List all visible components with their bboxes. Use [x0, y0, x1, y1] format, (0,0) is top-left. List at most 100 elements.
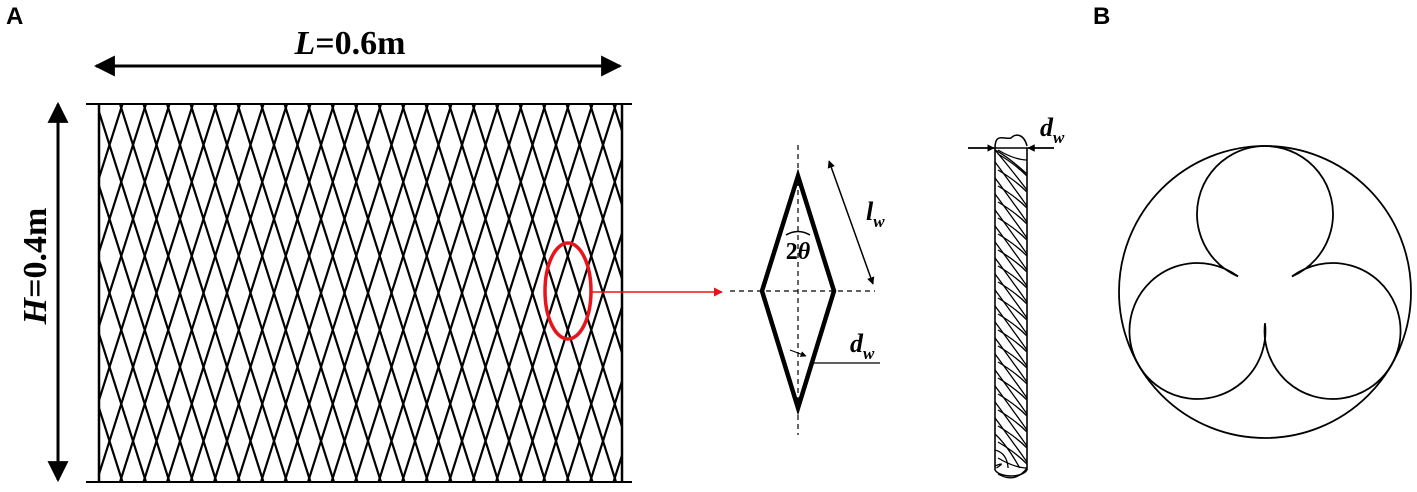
mesh-twine: [353, 104, 477, 482]
mesh-twine: [212, 104, 336, 482]
twine-strand: [997, 313, 1028, 337]
twine-strand: [997, 467, 1028, 479]
twine-strand: [997, 393, 1028, 417]
mesh-highlight-ellipse: [543, 241, 593, 341]
mesh-twine: [471, 104, 594, 482]
mesh-twine: [330, 104, 453, 482]
net-mesh: [99, 104, 757, 482]
mesh-twine: [99, 104, 218, 478]
mesh-detail: 2θ lw dw: [730, 145, 885, 435]
mesh-twine: [541, 229, 622, 482]
net-panel: [86, 103, 757, 483]
mesh-twine: [99, 330, 148, 482]
twine-strand: [997, 377, 1028, 401]
mesh-twine: [306, 104, 430, 482]
mesh-twine: [612, 104, 622, 135]
mesh-twine: [494, 104, 618, 482]
panel-label-b: B: [1093, 3, 1110, 30]
twine-strand: [994, 273, 1028, 319]
twine-strand: [994, 149, 1028, 191]
mesh-twine: [588, 104, 622, 209]
twine-strands: [994, 149, 1028, 479]
cross-section-strands: [1128, 145, 1402, 400]
mesh-twine: [447, 104, 571, 482]
angle-arc: [785, 230, 811, 236]
twine-strand: [997, 217, 1028, 241]
twine-strand: [994, 417, 1028, 463]
twine-strand: [997, 169, 1028, 193]
twine-strand: [997, 265, 1028, 289]
twine-strand: [994, 337, 1028, 383]
mesh-twine: [377, 104, 500, 482]
mesh-twine: [142, 104, 265, 482]
twine-strand: [994, 463, 1003, 469]
height-dimension-label: H=0.4m: [17, 208, 54, 326]
cross-section-outer-circle: [1118, 145, 1412, 439]
mesh-twine: [99, 104, 171, 330]
twine-strand: [994, 225, 1028, 271]
twine-strand: [994, 241, 1028, 287]
twine-strand: [997, 425, 1028, 449]
mesh-twine: [165, 104, 289, 482]
twine-strand: [994, 369, 1028, 415]
twine-strand: [994, 193, 1028, 239]
twine-strand: [994, 353, 1028, 399]
twine-strand: [997, 457, 1028, 469]
mesh-twine: [236, 104, 359, 482]
mesh-twine: [588, 377, 622, 482]
twine-strand: [997, 409, 1028, 433]
mesh-twine: [637, 104, 757, 482]
length-dimension-label: L=0.6m: [294, 25, 406, 62]
mesh-twine: [400, 104, 524, 482]
twine-bottom-cap: [994, 469, 1028, 477]
twine-strand: [994, 209, 1028, 255]
twine-cross-section: [1118, 145, 1412, 439]
twine-strand: [994, 305, 1028, 351]
mesh-twine: [283, 104, 406, 482]
diameter-label: dw: [1040, 113, 1065, 147]
twisted-twine: dw: [968, 113, 1065, 479]
twine-strand: [997, 153, 1028, 177]
mesh-twine: [424, 104, 547, 482]
twine-strand: [997, 441, 1028, 465]
twine-strand: [997, 233, 1028, 257]
twine-strand: [994, 177, 1028, 223]
mesh-twine: [99, 104, 195, 404]
twine-strand: [997, 249, 1028, 273]
angle-label: 2θ: [786, 239, 811, 265]
mesh-twine: [99, 404, 124, 482]
twine-strand: [997, 329, 1028, 353]
side-length-label: lw: [866, 197, 885, 231]
twine-strand: [997, 361, 1028, 385]
twine-strand: [997, 149, 1028, 161]
twine-strand: [994, 321, 1028, 367]
twine-strand: [994, 449, 1009, 469]
twine-thickness-arrow: [789, 349, 807, 357]
mesh-twine: [259, 104, 383, 482]
twine-strand: [994, 149, 1028, 175]
mesh-twine: [99, 104, 124, 182]
mesh-twine: [637, 104, 757, 482]
mesh-twine: [565, 104, 622, 283]
twine-thickness-label: dw: [850, 329, 875, 363]
panel-label-a: A: [6, 3, 23, 30]
mesh-twine: [118, 104, 242, 482]
mesh-twine: [518, 155, 622, 482]
twine-strand: [994, 385, 1028, 431]
twine-strand: [994, 289, 1028, 335]
mesh-twine: [612, 451, 622, 482]
twine-strand: [997, 201, 1028, 225]
side-length-arrow: [827, 160, 875, 285]
twine-strand: [994, 161, 1028, 207]
twine-strand: [994, 401, 1028, 447]
twine-strand: [997, 297, 1028, 321]
mesh-twine: [565, 303, 622, 482]
twine-strand: [997, 345, 1028, 369]
mesh-twine: [189, 104, 312, 482]
twine-strand: [994, 257, 1028, 303]
mesh-rhombus: [759, 168, 837, 416]
twine-strand: [997, 281, 1028, 305]
mesh-twine: [99, 104, 148, 256]
twine-strand: [997, 185, 1028, 209]
